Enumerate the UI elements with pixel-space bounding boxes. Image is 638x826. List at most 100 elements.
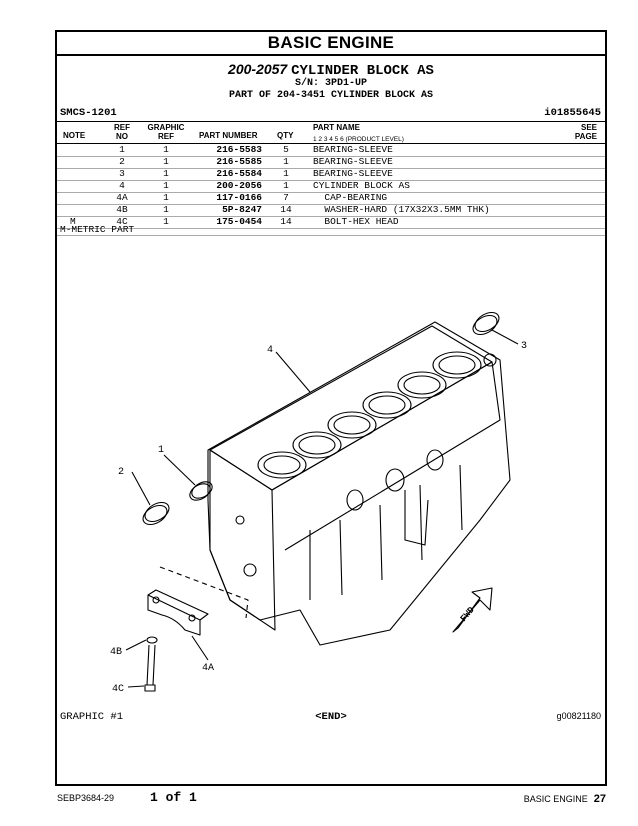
col-graphic-ref: GRAPHIC REF (147, 123, 185, 141)
row-ref-no: 3 (119, 168, 125, 179)
row-rule (57, 204, 605, 205)
cylinder-bore-3 (327, 411, 377, 439)
leader-4c (127, 685, 145, 688)
cylinder-bore-1-inner (263, 455, 301, 475)
col-note: NOTE (63, 131, 86, 140)
callout-4a: 4A (202, 663, 214, 674)
row-rule (57, 156, 605, 157)
row-part-name: CAP-BEARING (313, 192, 388, 203)
group-title: 200-2057 CYLINDER BLOCK AS (57, 61, 605, 79)
serial-number-line: S/N: 3PD1-UP (294, 78, 367, 89)
side-port (426, 449, 444, 471)
row-qty: 14 (280, 204, 292, 215)
row-ref-no: 1 (119, 144, 125, 155)
cap-bolt-hole (188, 614, 196, 622)
callout-4c: 4C (112, 684, 124, 695)
row-qty: 1 (283, 180, 289, 191)
row-part-number: 5P-8247 (222, 204, 262, 215)
group-name: CYLINDER BLOCK AS (291, 63, 434, 79)
bearing-sleeve-1 (191, 481, 213, 499)
row-ref-no: 2 (119, 156, 125, 167)
row-rule (57, 168, 605, 169)
col-part-name: PART NAME (313, 123, 360, 132)
hex-head-bolt (146, 644, 156, 686)
forward-arrow-icon (452, 587, 493, 633)
leader-3 (491, 329, 519, 345)
part-of-line: PART OF 204-3451 CYLINDER BLOCK AS (228, 90, 434, 101)
row-note: M (70, 216, 76, 227)
row-part-number: 200-2056 (216, 180, 262, 191)
side-port (346, 489, 364, 511)
side-ribs (309, 464, 463, 600)
bearing-sleeve-3 (474, 311, 500, 333)
cylinder-bore-2-inner (298, 435, 336, 455)
table-header-rule (57, 143, 605, 144)
col-ref-no: REF NO (114, 123, 130, 141)
smcs-code: SMCS-1201 (60, 107, 117, 119)
cap-bolt-hole (152, 596, 160, 604)
cylinder-bore-2 (292, 431, 342, 459)
row-ref-no: 4B (116, 204, 128, 215)
row-rule (57, 180, 605, 181)
footer-page-count: 1 of 1 (150, 790, 197, 805)
cylinder-block-drawing: 1 2 3 4 4A 4B 4C FWD (110, 311, 527, 695)
bearing-sleeve-3-back (472, 314, 498, 336)
callout-3: 3 (521, 341, 527, 352)
callout-4: 4 (267, 345, 273, 356)
rear-boss (483, 353, 497, 367)
row-graphic-ref: 1 (163, 192, 169, 203)
row-graphic-ref: 1 (163, 180, 169, 191)
leader-4a (191, 635, 209, 661)
table-row: 4 1 200-2056 1 CYLINDER BLOCK AS (57, 180, 605, 193)
block-front-face (209, 449, 276, 631)
bearing-cap (147, 594, 201, 636)
row-qty: 1 (283, 168, 289, 179)
footer-document-id: SEBP3684-29 (57, 793, 115, 803)
bearing-sleeve-1-back (189, 483, 211, 501)
side-port (385, 468, 405, 492)
table-row: 4A 1 117-0166 7 CAP-BEARING (57, 192, 605, 205)
row-part-number: 216-5584 (216, 168, 262, 179)
bearing-sleeve-2-back (142, 504, 168, 526)
assembly-line (159, 566, 249, 619)
leader-4 (275, 351, 311, 393)
table-top-rule (57, 121, 605, 122)
cylinder-bore-5-inner (403, 375, 441, 395)
row-qty: 1 (283, 156, 289, 167)
row-part-number: 117-0166 (216, 192, 262, 203)
block-side-rail (271, 361, 501, 551)
bolt-head (144, 684, 156, 692)
row-part-name: CYLINDER BLOCK AS (313, 180, 410, 191)
row-ref-no: 4 (119, 180, 125, 191)
side-pocket (404, 490, 429, 546)
cylinder-bore-6 (432, 351, 482, 379)
row-graphic-ref: 1 (163, 204, 169, 215)
row-rule (57, 216, 605, 217)
row-part-number: 216-5585 (216, 156, 262, 167)
row-part-name: WASHER-HARD (17X32X3.5MM THK) (313, 204, 490, 215)
col-see-page: SEE PAGE (574, 123, 597, 141)
row-part-name: BEARING-SLEEVE (313, 144, 393, 155)
row-graphic-ref: 1 (163, 168, 169, 179)
row-part-number: 216-5583 (216, 144, 262, 155)
callout-4b: 4B (110, 647, 122, 658)
row-part-name: BEARING-SLEEVE (313, 156, 393, 167)
cylinder-bore-3-inner (333, 415, 371, 435)
row-graphic-ref: 1 (163, 216, 169, 227)
leader-4b (125, 639, 147, 651)
leader-2 (131, 471, 151, 506)
table-row: 4B 1 5P-8247 14 WASHER-HARD (17X32X3.5MM TH… (57, 204, 605, 217)
page-frame: BASIC ENGINE 200-2057 CYLINDER BLOCK AS … (55, 30, 607, 786)
row-qty: 5 (283, 144, 289, 155)
row-qty: 7 (283, 192, 289, 203)
row-part-number: 175-0454 (216, 216, 262, 227)
callout-1: 1 (158, 445, 164, 456)
front-boss (235, 515, 245, 525)
row-rule (57, 228, 605, 229)
row-ref-no: 4A (116, 192, 128, 203)
illustration-number: i01855645 (544, 107, 601, 119)
